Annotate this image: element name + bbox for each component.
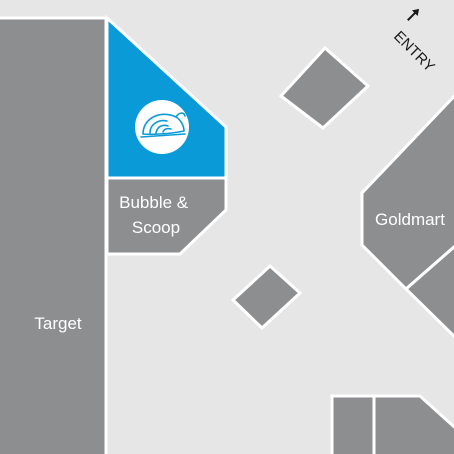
store-right-lower[interactable] xyxy=(403,240,454,344)
store-goldmart-label: Goldmart xyxy=(375,210,445,229)
store-bubble-scoop-label-line2: Scoop xyxy=(132,218,180,237)
store-bubble-scoop-label-line1: Bubble & xyxy=(119,193,189,212)
store-target-label: Target xyxy=(34,314,82,333)
arrow-up-icon xyxy=(407,8,420,21)
kiosk-lower[interactable] xyxy=(230,263,303,331)
store-logo-circle xyxy=(135,100,189,154)
store-bubble-scoop-label: Bubble & Scoop xyxy=(119,193,193,237)
store-target-shape[interactable] xyxy=(0,16,108,454)
store-bottom-right[interactable] xyxy=(372,394,454,454)
store-bubble-scoop-shape[interactable] xyxy=(105,176,228,256)
store-target[interactable]: Target xyxy=(0,16,108,454)
shell-icon xyxy=(140,112,186,138)
store-bubble-scoop[interactable]: Bubble & Scoop xyxy=(105,176,228,256)
kiosk-upper[interactable] xyxy=(278,45,371,130)
store-bottom-left[interactable] xyxy=(330,394,376,454)
store-highlighted[interactable] xyxy=(105,14,228,180)
